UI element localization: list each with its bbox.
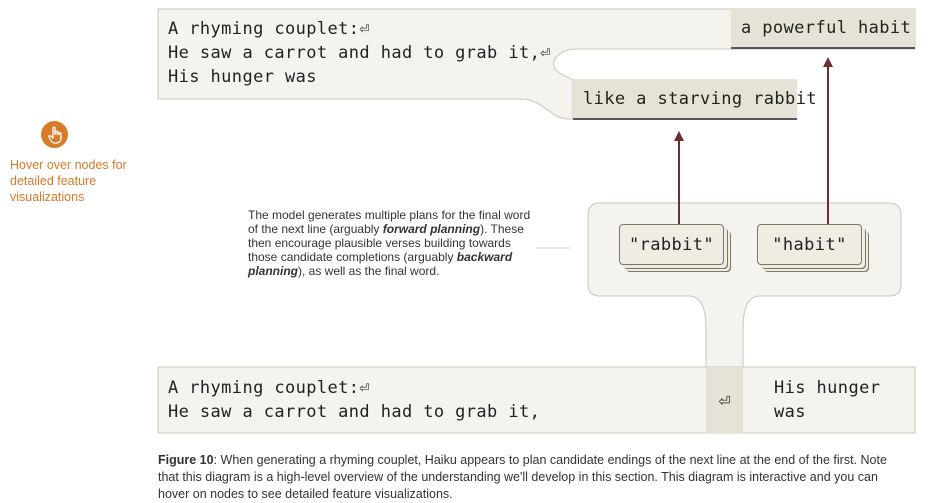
- hover-hint-text: Hover over nodes for detailed feature vi…: [10, 158, 127, 204]
- continuation-line-1: His hunger: [774, 378, 881, 398]
- newline-token-node[interactable]: ⏎: [706, 367, 743, 433]
- annotation-part-2: ). These then encourage plausible verses…: [248, 222, 524, 264]
- plan-node-rabbit[interactable]: "rabbit": [619, 224, 724, 265]
- plan-node-habit[interactable]: "habit": [757, 224, 862, 265]
- caption-text: : When generating a rhyming couplet, Hai…: [158, 453, 887, 501]
- annotation-backward-planning: backward planning: [248, 250, 513, 278]
- top-prompt-line-1: A rhyming couplet:⏎: [168, 19, 371, 39]
- completion-rabbit: like a starving rabbit: [573, 79, 817, 120]
- figure-label: Figure 10: [158, 453, 214, 467]
- top-prompt-line-2: He saw a carrot and had to grab it,⏎: [168, 43, 551, 63]
- bottom-prompt-line-2: He saw a carrot and had to grab it,: [168, 402, 541, 422]
- hand-pointer-icon: [41, 121, 68, 148]
- continuation-line-2: was: [774, 402, 806, 422]
- bottom-prompt-box: [157, 366, 916, 434]
- top-prompt-line-3: His hunger was: [168, 67, 317, 87]
- planning-annotation: The model generates multiple plans for t…: [248, 208, 540, 278]
- completion-habit: a powerful habit: [731, 9, 915, 49]
- figure-caption: Figure 10: When generating a rhyming cou…: [158, 452, 898, 503]
- annotation-part-1: The model generates multiple plans for t…: [248, 208, 531, 236]
- annotation-part-3: ), as well as the final word.: [298, 264, 440, 278]
- top-prompt-box: [157, 8, 916, 120]
- newline-icon: ⏎: [718, 388, 731, 412]
- annotation-forward-planning: forward planning: [382, 222, 481, 236]
- bottom-prompt-line-1: A rhyming couplet:⏎: [168, 378, 371, 398]
